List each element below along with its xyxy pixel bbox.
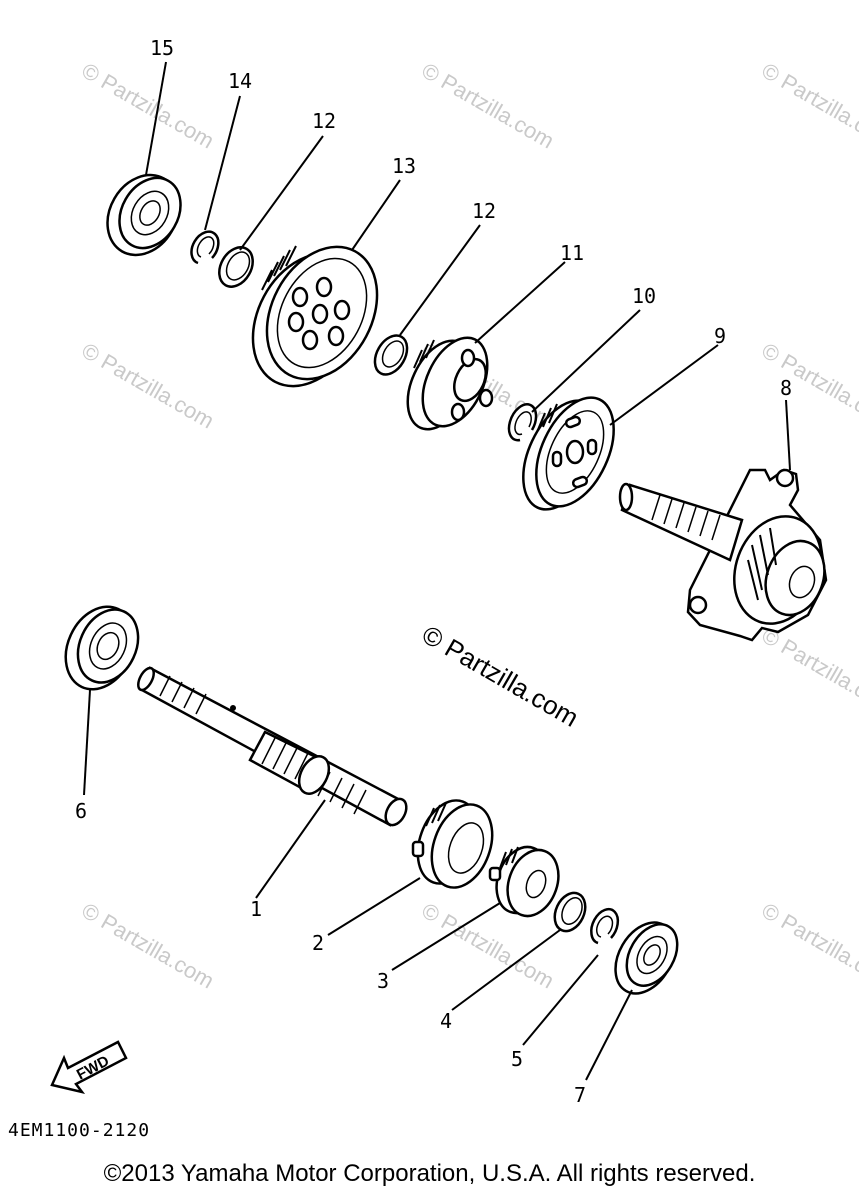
callout-13: 13 bbox=[392, 154, 416, 178]
part-9-gear bbox=[522, 396, 615, 511]
callout-9: 9 bbox=[714, 324, 726, 348]
callout-5: 5 bbox=[511, 1047, 523, 1071]
watermark: © Partzilla.com bbox=[78, 898, 219, 994]
part-14-circlip bbox=[190, 230, 220, 265]
watermark: © Partzilla.com bbox=[78, 58, 219, 154]
callout-11: 11 bbox=[560, 241, 584, 265]
part-12-washer-lower bbox=[373, 334, 409, 376]
part-10-circlip bbox=[507, 403, 538, 442]
watermark: © Partzilla.com bbox=[758, 898, 859, 994]
part-13-gear bbox=[251, 245, 379, 388]
part-2-gear bbox=[411, 799, 494, 889]
callout-4: 4 bbox=[440, 1009, 452, 1033]
watermark-center: © Partzilla.com bbox=[417, 619, 584, 733]
callout-14: 14 bbox=[228, 69, 252, 93]
watermark: © Partzilla.com bbox=[758, 338, 859, 434]
callout-7: 7 bbox=[574, 1083, 586, 1107]
watermark: © Partzilla.com bbox=[418, 58, 559, 154]
part-8-output-shaft bbox=[618, 468, 828, 642]
callout-12: 12 bbox=[312, 109, 336, 133]
leader-lines bbox=[83, 61, 791, 1081]
callout-15: 15 bbox=[150, 36, 174, 60]
copyright-notice: ©2013 Yamaha Motor Corporation, U.S.A. A… bbox=[103, 1160, 756, 1187]
part-1-main-shaft bbox=[137, 666, 408, 827]
callout-3: 3 bbox=[377, 969, 389, 993]
watermark: © Partzilla.com bbox=[758, 623, 859, 719]
fwd-arrow-icon: FWD bbox=[50, 1040, 128, 1094]
part-6-bearing bbox=[64, 605, 140, 691]
part-4-washer bbox=[553, 891, 587, 933]
part-5-circlip bbox=[590, 907, 620, 945]
callout-2: 2 bbox=[312, 931, 324, 955]
callout-6: 6 bbox=[75, 799, 87, 823]
watermark: © Partzilla.com bbox=[78, 338, 219, 434]
callouts: 15 14 12 13 12 11 10 9 8 6 1 2 3 4 5 7 bbox=[75, 36, 792, 1107]
part-12-washer-upper bbox=[218, 246, 254, 288]
part-7-bearing bbox=[614, 921, 679, 995]
callout-1: 1 bbox=[250, 897, 262, 921]
drawing-code: 4EM1100-2120 bbox=[8, 1120, 150, 1141]
part-15-bearing bbox=[106, 173, 182, 257]
watermark: © Partzilla.com bbox=[758, 58, 859, 154]
part-3-gear bbox=[488, 845, 560, 918]
callout-8: 8 bbox=[780, 376, 792, 400]
part-11-dog-clutch bbox=[406, 336, 494, 431]
callout-12: 12 bbox=[472, 199, 496, 223]
callout-10: 10 bbox=[632, 284, 656, 308]
